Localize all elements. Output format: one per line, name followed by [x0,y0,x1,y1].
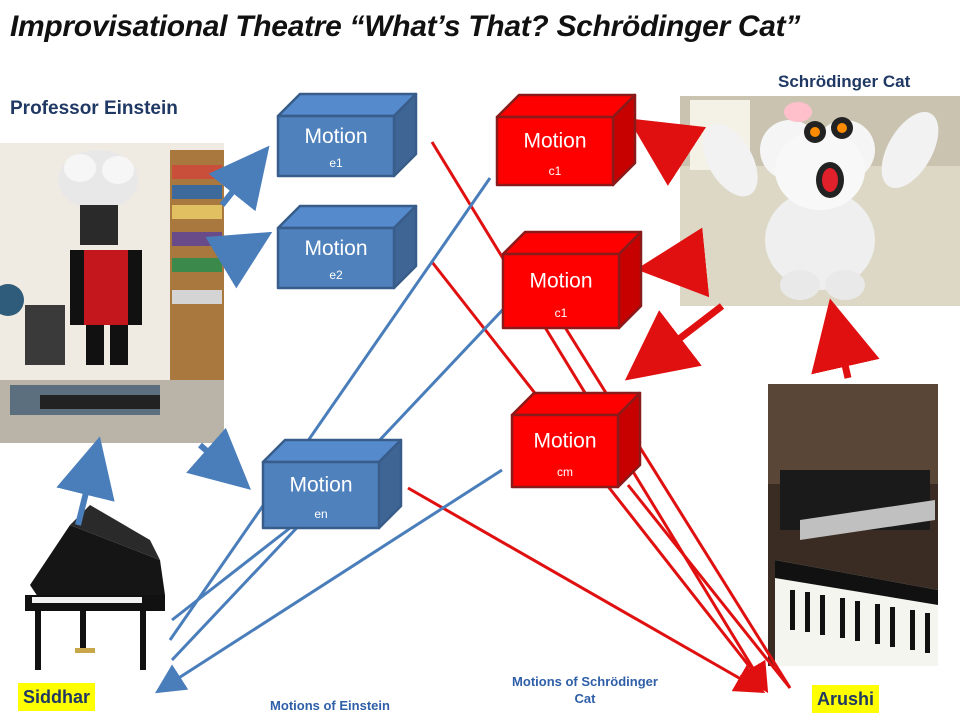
connector-c1-siddhar [168,177,492,641]
connector-c1-arushi [546,299,792,689]
motion-label: Motion [304,125,367,148]
motion-sub-label: e1 [329,156,343,170]
cat-photo [680,96,960,306]
connector-cm-arushi [626,484,792,689]
motion-sub-label: c1 [549,164,562,178]
arrow-arushi-to-cat [811,298,880,379]
box-front-face [495,115,615,187]
box-front-face [261,460,381,530]
motion-sub-label: e2 [329,268,343,282]
cat-flow-arrows [624,118,880,381]
page-title: Improvisational Theatre “What’s That? Sc… [10,10,801,43]
box-top-face [501,230,643,256]
siddhar-label: Siddhar [18,683,96,711]
arrow-cat-to-c1-top [628,118,707,186]
professor-label: Professor Einstein [10,98,178,119]
box-top-face [495,93,637,119]
motion-en-box: Motion en [261,438,403,530]
motion-c1-middle-box: Motion c1 [501,230,643,330]
box-front-face [276,114,396,178]
arrow-einstein-to-e2 [205,231,273,289]
einstein-photo [0,143,224,443]
box-front-face [276,226,396,290]
motion-e1-box: Motion e1 [276,92,418,178]
cat-motions-caption: Motions of Schrödinger Cat [480,673,690,707]
arrow-cat-to-cm [624,303,725,381]
cat-motions-caption-line2: Cat [574,691,596,706]
einstein-flow-arrows [56,145,273,526]
connector-en-siddhar [171,526,291,622]
box-top-face [276,92,418,118]
box-top-face [276,204,418,230]
arushi-label: Arushi [812,685,880,713]
arrow-siddhar-to-einstein [56,436,115,526]
arrow-einstein-to-e1 [208,145,270,212]
piano-keyboard-photo [768,384,938,666]
motion-boxes: Motione1Motione2MotionenMotionc1Motionc1… [261,92,643,530]
arrow-einstein-to-en [186,427,252,490]
box-top-face [261,438,403,464]
motion-label: Motion [304,237,367,260]
motion-label: Motion [533,429,596,452]
motion-e2-box: Motion e2 [276,204,418,290]
motion-label: Motion [523,130,586,153]
connector-en-arushi [407,486,766,693]
motion-label: Motion [289,474,352,497]
arrow-cat-to-c1-middle [636,227,710,298]
cat-label: Schrödinger Cat [778,72,911,91]
motion-sub-label: cm [557,465,573,479]
motion-cm-box: Motion cm [510,391,642,489]
cat-motions-caption-line1: Motions of Schrödinger [512,674,658,689]
einstein-motions-caption: Motions of Einstein [270,698,390,713]
connector-cm-siddhar [154,468,503,694]
motion-label: Motion [529,269,592,292]
grand-piano-photo [5,505,175,680]
motion-c1-top-box: Motion c1 [495,93,637,187]
motion-sub-label: en [314,507,327,521]
box-front-face [501,252,621,330]
motion-sub-label: c1 [555,306,568,320]
box-front-face [510,413,620,489]
